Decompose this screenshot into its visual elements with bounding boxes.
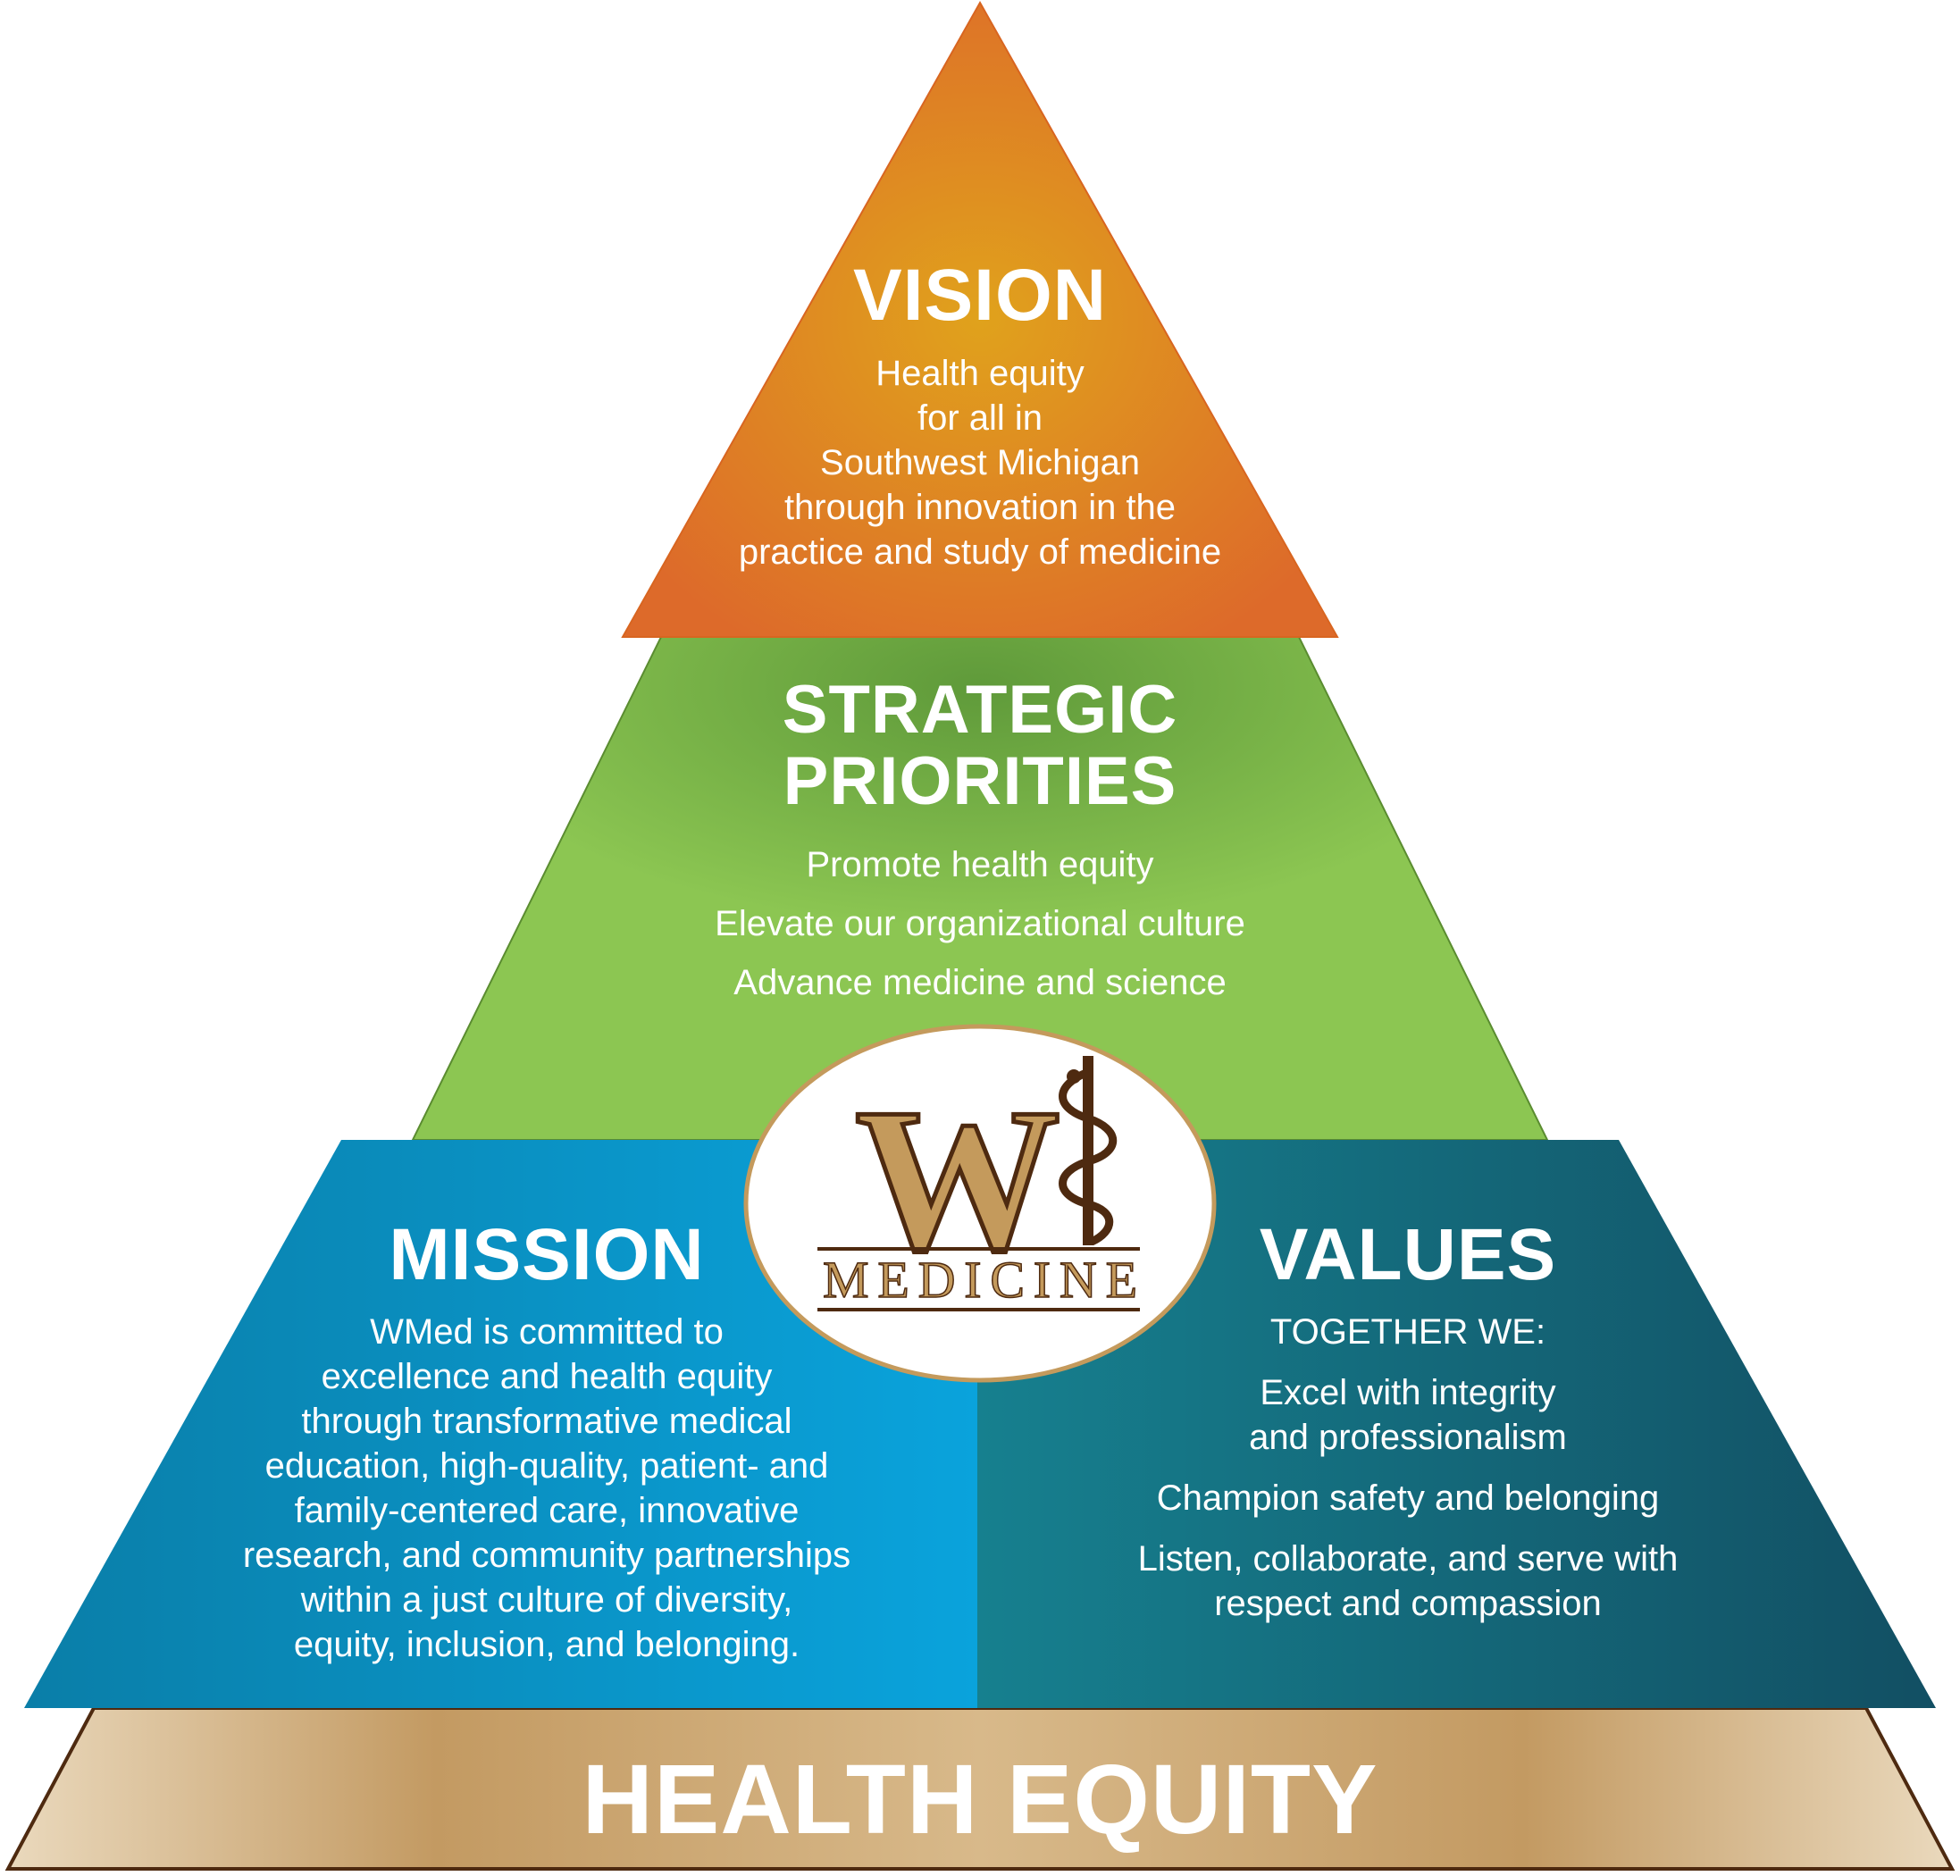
wmed-logo: W MEDICINE	[743, 1024, 1217, 1383]
mission-statement: WMed is committed to excellence and heal…	[185, 1310, 909, 1667]
priority-item: Advance medicine and science	[733, 963, 1227, 1002]
vision-line: Health equity	[875, 354, 1085, 393]
mission-line: excellence and health equity	[321, 1357, 773, 1396]
foundation-label: HEALTH EQUITY	[582, 1745, 1378, 1855]
priority-item: Elevate our organizational culture	[715, 904, 1245, 943]
vision-line: practice and study of medicine	[738, 532, 1222, 572]
mission-line: within a just culture of diversity,	[300, 1580, 793, 1620]
values-heading: VALUES	[1259, 1214, 1557, 1295]
mission-line: WMed is committed to	[370, 1312, 724, 1352]
strategic-heading-line: PRIORITIES	[783, 743, 1177, 819]
value-line: and professionalism	[1249, 1418, 1567, 1457]
staff-of-asclepius-icon	[1059, 1056, 1118, 1246]
values-list: TOGETHER WE: Excel with integrity and pr…	[1051, 1310, 1765, 1642]
vision-statement: Health equity for all in Southwest Michi…	[667, 351, 1293, 574]
vision-line: Southwest Michigan	[820, 443, 1140, 482]
value-line: Listen, collaborate, and serve with	[1137, 1539, 1679, 1579]
strategic-priorities-list: Promote health equity Elevate our organi…	[623, 835, 1337, 1012]
vision-line: for all in	[917, 398, 1043, 438]
values-lead: TOGETHER WE:	[1269, 1312, 1546, 1352]
mission-line: education, high-quality, patient- and	[264, 1446, 829, 1486]
value-item: Excel with integrity and professionalism	[1051, 1370, 1765, 1460]
mission-panel	[24, 1140, 977, 1708]
mission-line: research, and community partnerships	[242, 1536, 851, 1575]
value-item: Champion safety and belonging	[1051, 1476, 1765, 1520]
strategic-priorities-heading: STRATEGIC PRIORITIES	[712, 674, 1248, 817]
mission-line: equity, inclusion, and belonging.	[293, 1625, 800, 1664]
value-line: Champion safety and belonging	[1156, 1478, 1660, 1518]
mission-line: family-centered care, innovative	[294, 1491, 800, 1530]
vision-tier	[621, 0, 1339, 638]
value-line: respect and compassion	[1214, 1584, 1602, 1623]
logo-badge	[743, 1024, 1217, 1383]
vision-heading: VISION	[853, 255, 1107, 336]
vision-line: through innovation in the	[783, 488, 1177, 527]
priority-item: Promote health equity	[806, 845, 1154, 884]
value-item: Listen, collaborate, and serve with resp…	[1051, 1537, 1765, 1626]
value-line: Excel with integrity	[1260, 1373, 1556, 1412]
mission-heading: MISSION	[389, 1214, 705, 1295]
logo-letter-w: W	[855, 1066, 1060, 1294]
values-panel	[977, 1140, 1936, 1708]
strategic-heading-line: STRATEGIC	[782, 672, 1178, 748]
mission-line: through transformative medical	[301, 1402, 792, 1441]
